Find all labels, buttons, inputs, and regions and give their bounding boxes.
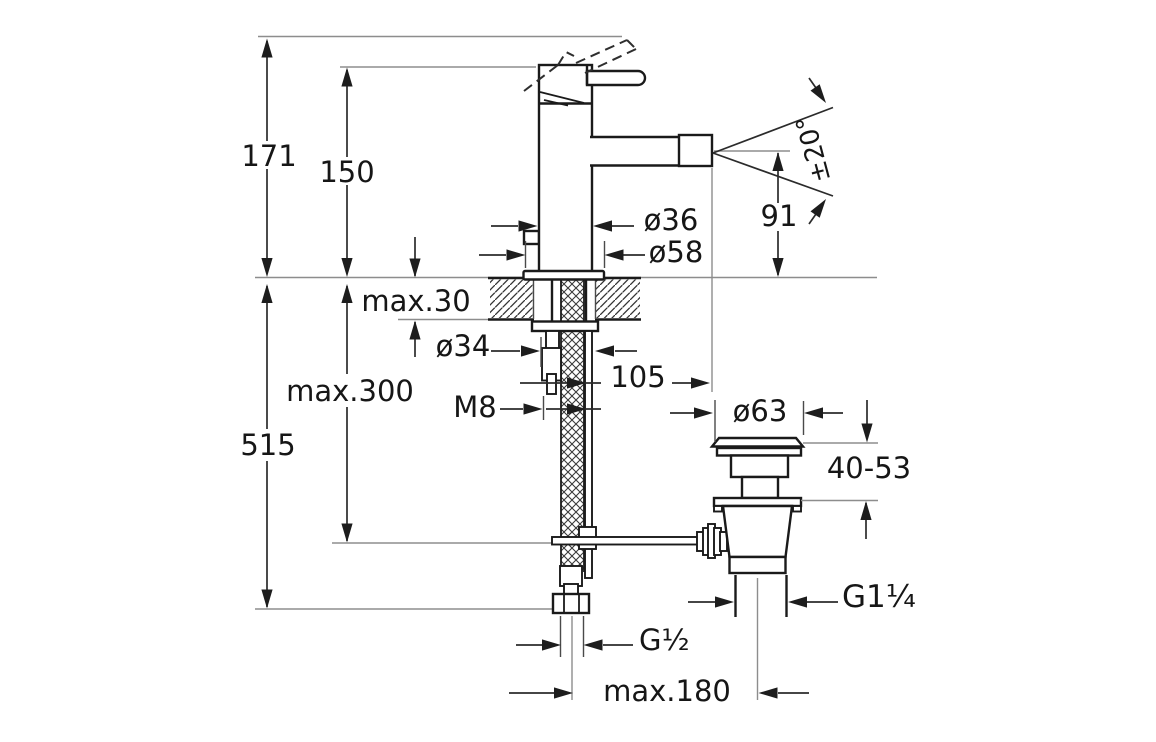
pop-up-rod-linkage bbox=[551, 523, 728, 559]
spout bbox=[590, 137, 680, 166]
dim-label-waste-thread: G1¼ bbox=[842, 579, 916, 615]
hose-fitting bbox=[559, 565, 583, 587]
dim-label-spout-height: 91 bbox=[761, 199, 798, 233]
mixer-body bbox=[537, 63, 594, 274]
aerator bbox=[677, 133, 714, 168]
braided-hose bbox=[561, 279, 584, 572]
supply-nut bbox=[551, 592, 591, 615]
dim-label-body-height: 150 bbox=[319, 155, 374, 189]
locknut-washer bbox=[530, 320, 600, 333]
dim-label-spout-diameter: ø36 bbox=[644, 203, 699, 237]
spray-angle-lines bbox=[712, 77, 834, 225]
supply-hose-assembly bbox=[530, 279, 600, 615]
pop-up-rod-vertical bbox=[584, 330, 593, 579]
dimension-labels: 171 150 max.30 ø34 M8 max.300 515 ø36 ø5… bbox=[240, 112, 915, 708]
base-flange bbox=[522, 269, 606, 281]
dim-label-stud-thread: M8 bbox=[453, 390, 496, 424]
faucet-body bbox=[522, 39, 714, 281]
dim-label-rod-reach: max.180 bbox=[603, 674, 731, 708]
dim-label-waste-height-range: 40-53 bbox=[827, 451, 911, 485]
counter-hatch-left bbox=[490, 279, 533, 318]
dimension-lines bbox=[261, 38, 878, 699]
dim-label-total-height: 171 bbox=[241, 139, 296, 173]
pop-up-drain bbox=[709, 436, 806, 617]
lever-handle bbox=[585, 69, 647, 87]
waste-cup bbox=[721, 504, 794, 559]
dim-label-hole-diameter: ø34 bbox=[436, 329, 491, 363]
waste-cap bbox=[709, 436, 806, 448]
counter-hatch-right bbox=[596, 279, 640, 318]
horizontal-rod bbox=[551, 536, 699, 546]
m8-nut-slot bbox=[546, 373, 557, 395]
m8-stud bbox=[545, 330, 560, 350]
dim-label-deck-thickness: max.30 bbox=[361, 284, 470, 318]
dim-label-supply-thread: G½ bbox=[639, 623, 690, 657]
body-protrusion bbox=[522, 229, 541, 246]
dim-label-total-depth: 515 bbox=[240, 428, 295, 462]
dim-label-hose-depth: max.300 bbox=[286, 374, 414, 408]
dim-label-waste-cap-diameter: ø63 bbox=[733, 394, 788, 428]
dim-label-base-diameter: ø58 bbox=[649, 235, 704, 269]
lever-raised-phantom bbox=[523, 39, 637, 92]
dim-label-spray-angle: ±20° bbox=[791, 112, 838, 185]
dim-label-spout-reach: 105 bbox=[610, 360, 665, 394]
